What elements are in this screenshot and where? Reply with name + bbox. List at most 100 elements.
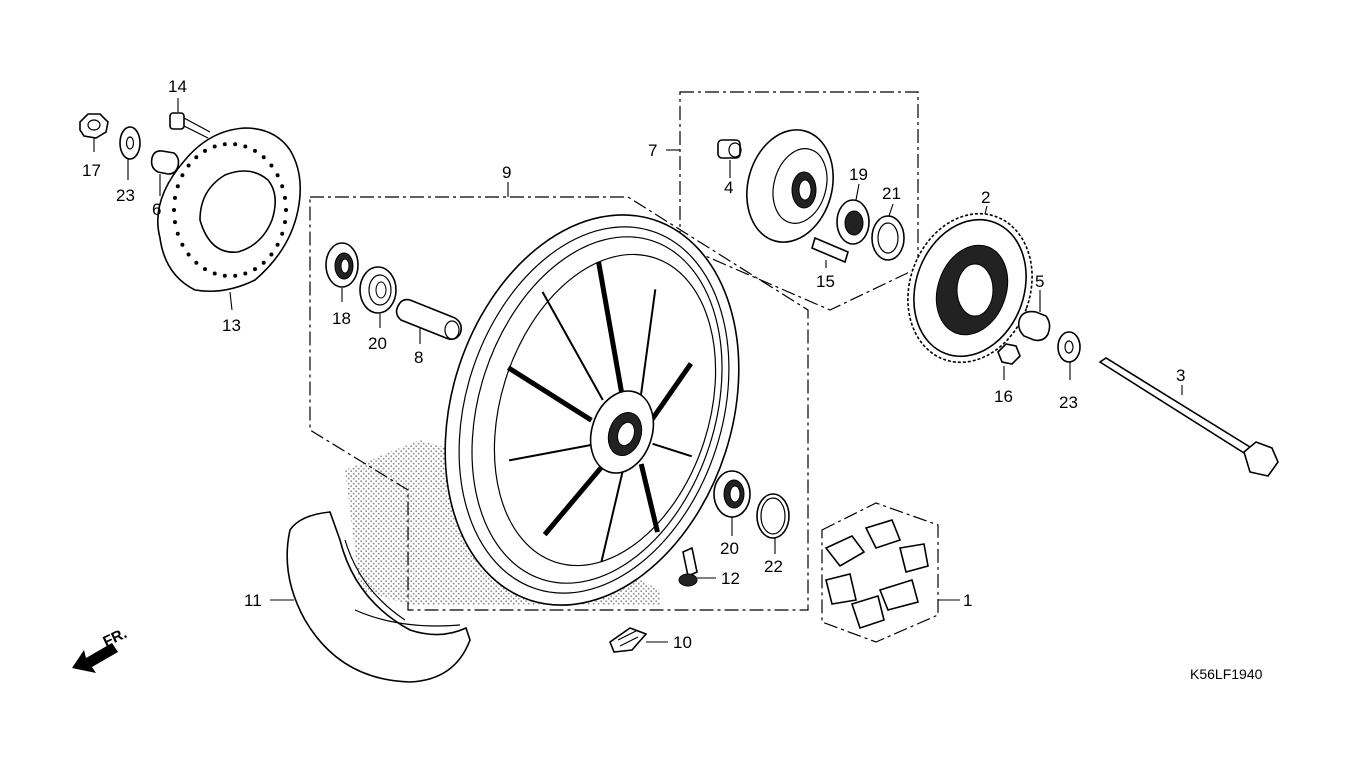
disc-hole bbox=[269, 252, 274, 257]
part-label-20-right: 20 bbox=[720, 539, 739, 558]
part-label-20-left: 20 bbox=[368, 334, 387, 353]
washer-23-right bbox=[1057, 331, 1081, 363]
disc-hole bbox=[275, 242, 280, 247]
disc-hole bbox=[261, 260, 266, 265]
wheel-spoke bbox=[541, 291, 604, 401]
disc-hole bbox=[280, 184, 285, 189]
disc-hole bbox=[203, 148, 207, 153]
disc-hole bbox=[222, 142, 227, 147]
rear-wheel-9 bbox=[444, 214, 740, 606]
damper-rubber-1 bbox=[824, 519, 929, 630]
bearing-20-right bbox=[713, 470, 751, 518]
wheel-spoke bbox=[600, 471, 624, 563]
wheel-spoke bbox=[650, 362, 693, 421]
distance-collar-8 bbox=[395, 298, 462, 341]
part-label-3: 3 bbox=[1176, 366, 1185, 385]
disc-hole bbox=[222, 273, 227, 278]
part-label-10: 10 bbox=[673, 633, 692, 652]
stud-15 bbox=[811, 236, 849, 264]
part-label-9: 9 bbox=[502, 163, 511, 182]
bearing-20-left bbox=[359, 266, 397, 314]
part-label-13: 13 bbox=[222, 316, 241, 335]
disc-hole bbox=[175, 184, 180, 189]
collar-6 bbox=[150, 150, 180, 175]
disc-hole bbox=[233, 273, 238, 278]
leader-lines bbox=[93, 98, 1183, 643]
wheel-spoke bbox=[596, 261, 624, 393]
part-label-2: 2 bbox=[981, 188, 990, 207]
disc-hole bbox=[284, 208, 288, 212]
disc-hole bbox=[261, 155, 266, 160]
axle-3 bbox=[1098, 357, 1279, 477]
part-label-11: 11 bbox=[244, 591, 262, 610]
part-label-7: 7 bbox=[648, 141, 657, 160]
disc-hole bbox=[194, 260, 199, 265]
disc-hole bbox=[275, 173, 280, 178]
damper-group-outline bbox=[821, 502, 939, 643]
front-direction-label: FR. bbox=[101, 625, 130, 651]
part-label-6: 6 bbox=[152, 200, 161, 219]
wheel-spoke bbox=[508, 443, 592, 462]
part-label-14: 14 bbox=[168, 77, 187, 96]
part-label-23-left: 23 bbox=[116, 186, 135, 205]
tire-valve-12 bbox=[678, 546, 698, 587]
part-label-8: 8 bbox=[414, 348, 423, 367]
disc-hole bbox=[186, 252, 191, 257]
disc-hole bbox=[186, 163, 191, 168]
disc-hole bbox=[233, 142, 238, 147]
sprocket-2 bbox=[907, 212, 1033, 364]
disc-hole bbox=[173, 220, 177, 225]
wheel-spoke bbox=[639, 289, 657, 400]
part-labels: 1 2 3 4 5 6 7 8 9 10 11 12 13 14 15 16 1… bbox=[82, 77, 1185, 652]
disc-hole bbox=[172, 208, 176, 212]
disc-hole bbox=[243, 144, 248, 149]
wheel-group-outline bbox=[309, 196, 809, 611]
part-label-1: 1 bbox=[963, 591, 972, 610]
hub-flange-group-outline bbox=[679, 91, 919, 311]
disc-hole bbox=[180, 173, 185, 178]
flange-nut-17 bbox=[79, 113, 109, 139]
drawing-code: K56LF1940 bbox=[1190, 666, 1263, 682]
disc-hole bbox=[283, 220, 287, 225]
part-label-19: 19 bbox=[849, 165, 868, 184]
part-label-15: 15 bbox=[816, 272, 835, 291]
hugger-11 bbox=[286, 511, 471, 683]
disc-hole bbox=[212, 144, 217, 149]
part-label-5: 5 bbox=[1035, 272, 1044, 291]
bearing-19 bbox=[836, 199, 870, 245]
oil-seal-21 bbox=[871, 215, 905, 261]
part-label-17: 17 bbox=[82, 161, 101, 180]
disc-hole bbox=[203, 267, 207, 272]
disc-hole bbox=[180, 242, 185, 247]
nut-16 bbox=[997, 343, 1021, 365]
balance-weight-10 bbox=[609, 627, 648, 653]
part-label-4: 4 bbox=[724, 178, 733, 197]
disc-hole bbox=[175, 231, 180, 236]
part-label-23-right: 23 bbox=[1059, 393, 1078, 412]
wheel-spoke bbox=[542, 463, 606, 537]
brake-disc-13 bbox=[157, 127, 301, 293]
disc-hole bbox=[243, 271, 248, 276]
part-label-16: 16 bbox=[994, 387, 1013, 406]
washer-23-left bbox=[119, 126, 141, 160]
collar-5 bbox=[1017, 310, 1051, 342]
front-direction-arrow: FR. bbox=[72, 625, 130, 673]
part-label-22: 22 bbox=[764, 557, 783, 576]
disc-hole bbox=[212, 271, 217, 276]
bearing-18 bbox=[325, 242, 359, 288]
o-ring-22 bbox=[756, 493, 790, 539]
bolt-14 bbox=[169, 112, 211, 139]
part-label-12: 12 bbox=[721, 569, 740, 588]
disc-hole bbox=[269, 163, 274, 168]
stud-bolt-4 bbox=[717, 139, 742, 159]
part-label-18: 18 bbox=[332, 309, 351, 328]
disc-hole bbox=[253, 148, 257, 153]
disc-hole bbox=[280, 231, 285, 236]
disc-hole bbox=[173, 195, 177, 200]
wheel-spoke bbox=[638, 463, 660, 533]
disc-hole bbox=[253, 267, 257, 272]
disc-hole bbox=[194, 155, 199, 160]
wheel-spoke bbox=[506, 365, 593, 423]
wheel-spoke bbox=[652, 442, 693, 458]
